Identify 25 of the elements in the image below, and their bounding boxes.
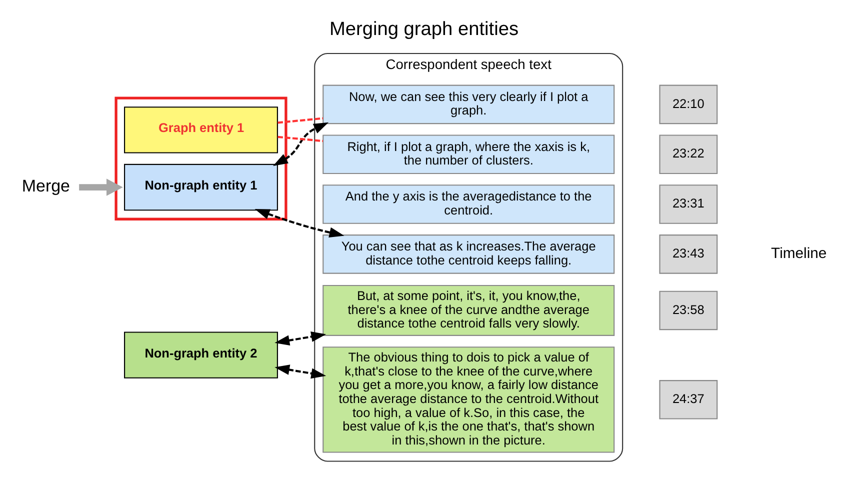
arrow bbox=[79, 178, 123, 196]
node-box: Graph entity 1 bbox=[124, 106, 278, 154]
node-box: 22:10 bbox=[659, 84, 718, 124]
connector bbox=[278, 136, 324, 142]
node-box: But, at some point, it's, it, you know,the, there's a knee of the curve andthe average distance tothe centroid falls very slowly. bbox=[322, 284, 615, 336]
node-box: Non-graph entity 2 bbox=[124, 332, 278, 378]
node-box: Right, if I plot a graph, where the xaxis is k, the number of clusters. bbox=[322, 134, 615, 174]
node-text: Merge bbox=[22, 176, 70, 196]
node-box: 23:31 bbox=[659, 184, 718, 224]
arrow bbox=[274, 332, 326, 346]
node-box: Now, we can see this very clearly if I plot a graph. bbox=[322, 84, 615, 124]
arrow bbox=[254, 209, 344, 238]
node-box: 23:43 bbox=[659, 234, 718, 274]
connector bbox=[278, 117, 324, 124]
node-box: Non-graph entity 1 bbox=[124, 164, 278, 211]
node-box: 23:22 bbox=[659, 134, 718, 174]
node-box: And the y axis is the averagedistance to the centroid. bbox=[322, 184, 615, 224]
node-box: 24:37 bbox=[659, 380, 718, 420]
node-box: The obvious thing to dois to pick a value of k,that's close to the knee of the curve,where you get a more,you know, a fairly low distance tothe average distance to the centroid.Without too high, a value of k.So, in this case, the best value of k,is the one that's, that's shown in this,shown in the picture. bbox=[322, 346, 615, 453]
label: Timeline bbox=[771, 246, 827, 262]
node-box: 23:58 bbox=[659, 290, 718, 330]
diagram-title: Merging graph entities bbox=[329, 18, 519, 40]
node-box: You can see that as k increases.The average distance tothe centroid keeps falling. bbox=[322, 234, 615, 274]
arrow bbox=[272, 122, 329, 166]
arrow bbox=[274, 364, 326, 379]
